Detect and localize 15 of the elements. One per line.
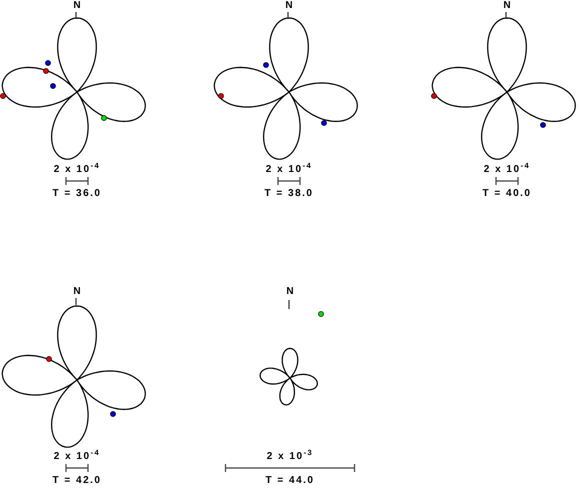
north-label: N [286, 286, 294, 298]
scale-label: 2 x 10$^{-3}$ [266, 451, 314, 463]
time-label: T = 44.0 [266, 475, 314, 487]
scale-label: 2 x 10$^{-4}$ [54, 164, 100, 176]
north-label: N [503, 0, 511, 12]
scale-label: 2 x 10$^{-4}$ [54, 451, 100, 463]
north-label: N [73, 286, 81, 298]
time-label: T = 36.0 [52, 188, 102, 200]
time-label: T = 38.0 [264, 188, 314, 200]
scale-label: 2 x 10$^{-4}$ [266, 164, 312, 176]
scale-label: 2 x 10$^{-4}$ [484, 164, 530, 176]
north-label: N [285, 0, 293, 12]
time-label: T = 40.0 [482, 188, 532, 200]
north-label: N [73, 0, 81, 12]
time-label: T = 42.0 [52, 475, 102, 487]
